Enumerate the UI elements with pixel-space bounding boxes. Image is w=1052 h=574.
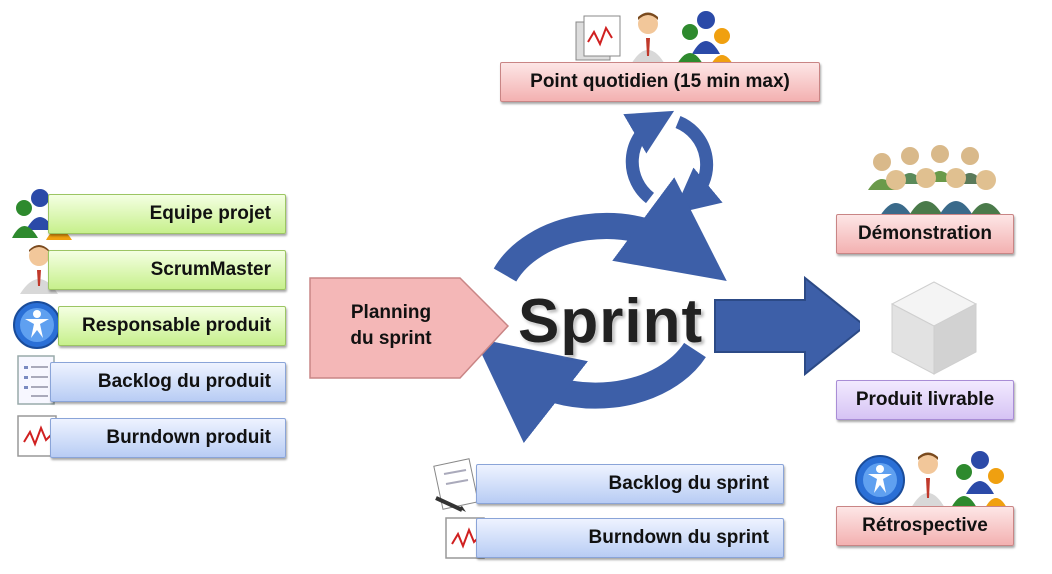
scrum-master-label: ScrumMaster [150,259,271,280]
team-box: Equipe projet [48,194,286,234]
sprint-cycle-arrow-top [493,177,727,282]
sprint-backlog-label: Backlog du sprint [608,473,769,494]
product-owner-box: Responsable produit [58,306,286,346]
sprint-cycle-arrow-bottom [474,337,706,444]
planning-label: Planning du sprint [316,300,466,352]
demo-label: Démonstration [857,223,993,244]
sprint-burndown-box: Burndown du sprint [476,518,784,558]
burndown-chart-icon [17,415,57,457]
sprint-title: Sprint [518,287,704,356]
sprint-cycle-diagram [309,110,860,444]
daily-people-icon [630,11,734,66]
product-owner-icon [13,301,61,349]
daily-cycle-arrow-left [623,110,675,204]
daily-meeting-label: Point quotidien (15 min max) [530,71,790,92]
retro-label: Rétrospective [862,515,988,536]
product-burndown-label: Burndown produit [106,427,271,448]
daily-meeting-box: Point quotidien (15 min max) [500,62,820,102]
sprint-backlog-icon [433,458,479,512]
sprint-backlog-box: Backlog du sprint [476,464,784,504]
retro-box: Rétrospective [836,506,1014,546]
product-backlog-label: Backlog du produit [97,371,271,392]
demo-box: Démonstration [836,214,1014,254]
team-label: Equipe projet [149,203,271,224]
daily-charts-icon [575,15,621,61]
scrum-master-box: ScrumMaster [48,250,286,290]
deliverable-box: Produit livrable [836,380,1014,420]
planning-line2: du sprint [350,328,432,349]
planning-line1: Planning [350,302,432,323]
planning-shape [309,277,510,379]
product-burndown-box: Burndown produit [50,418,286,458]
retro-people-icon [855,451,1008,510]
daily-cycle-arrow-right [673,115,723,215]
audience-icon [868,145,1002,216]
sprint-burndown-label: Burndown du sprint [588,527,769,548]
product-owner-label: Responsable produit [82,315,271,336]
product-backlog-box: Backlog du produit [50,362,286,402]
deliverable-label: Produit livrable [855,389,995,410]
deliverable-cube-icon [890,281,978,375]
deliverable-arrow [714,275,860,377]
